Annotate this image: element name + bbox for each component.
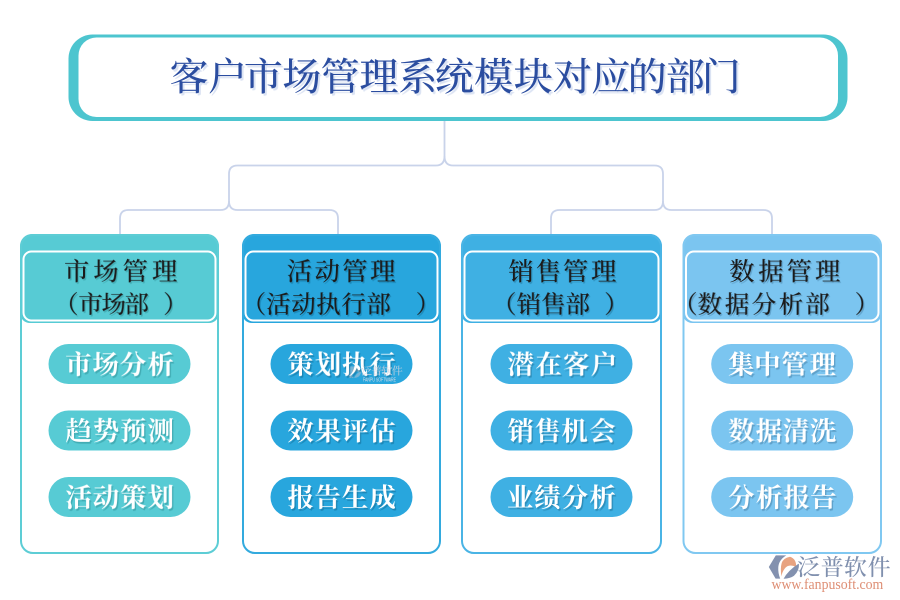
- svg-text:FANPU SOFTWARE: FANPU SOFTWARE: [363, 378, 396, 384]
- svg-text:www.fanpusoft.com: www.fanpusoft.com: [772, 577, 884, 593]
